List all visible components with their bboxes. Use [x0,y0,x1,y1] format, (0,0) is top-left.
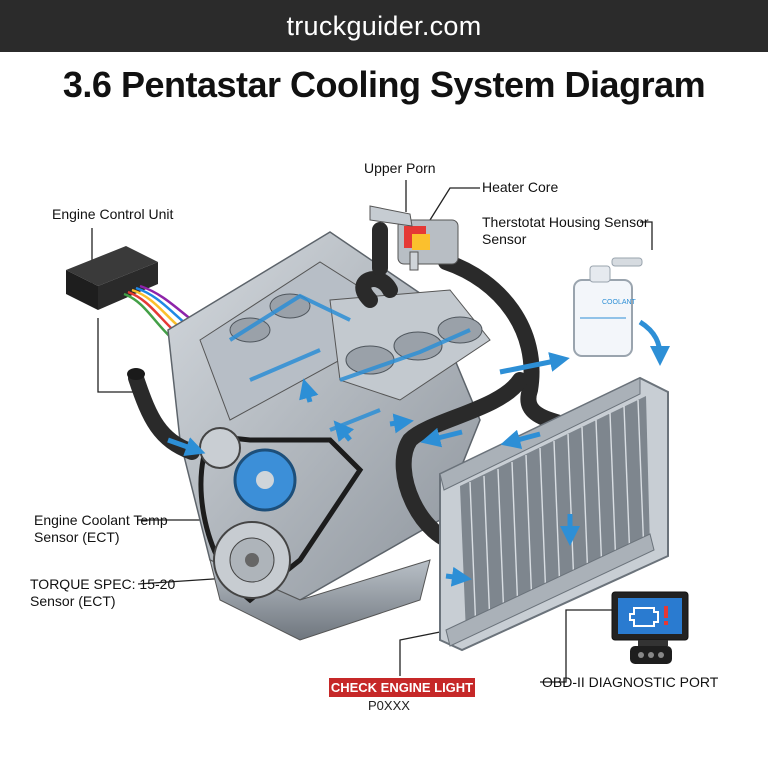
flow-arrow-icon [167,319,670,587]
pulleys [198,427,364,604]
page-title: 3.6 Pentastar Cooling System Diagram [62,64,706,105]
check-engine-light-badge: CHECK ENGINE LIGHT [329,678,475,697]
coolant-reservoir: COOLANT [573,257,643,357]
label-thermostat-line1: Therstotat Housing Sensor [482,214,649,230]
label-ect-sensor: Engine Coolant Temp Sensor (ECT) [34,512,168,546]
check-engine-icon [629,606,668,627]
trouble-code: P0XXX [368,698,410,713]
thermostat-housing [369,205,459,271]
label-torque-line2: Sensor (ECT) [30,593,116,609]
label-obd-port: OBD-II DIAGNOSTIC PORT [542,674,719,690]
label-torque-line1: TORQUE SPEC: 15-20 [30,576,176,592]
label-ect-line1: Engine Coolant Temp [34,512,168,528]
engine-block [167,231,491,641]
site-header: truckguider.com [0,0,768,52]
label-ect-line2: Sensor (ECT) [34,529,120,545]
radiator [439,376,669,652]
label-upper-porn: Upper Porn [364,160,436,176]
obd-scan-tool [611,591,689,664]
radiator-fins [469,399,645,633]
reservoir-text: COOLANT [602,299,637,306]
label-thermostat-sensor: Therstotat Housing Sensor Sensor [482,214,649,248]
label-heater-core: Heater Core [482,179,559,195]
label-torque-spec: TORQUE SPEC: 15-20 Sensor (ECT) [30,576,175,610]
site-name[interactable]: truckguider.com [286,10,482,41]
label-engine-control-unit: Engine Control Unit [52,206,174,222]
label-thermostat-line2: Sensor [482,231,527,247]
